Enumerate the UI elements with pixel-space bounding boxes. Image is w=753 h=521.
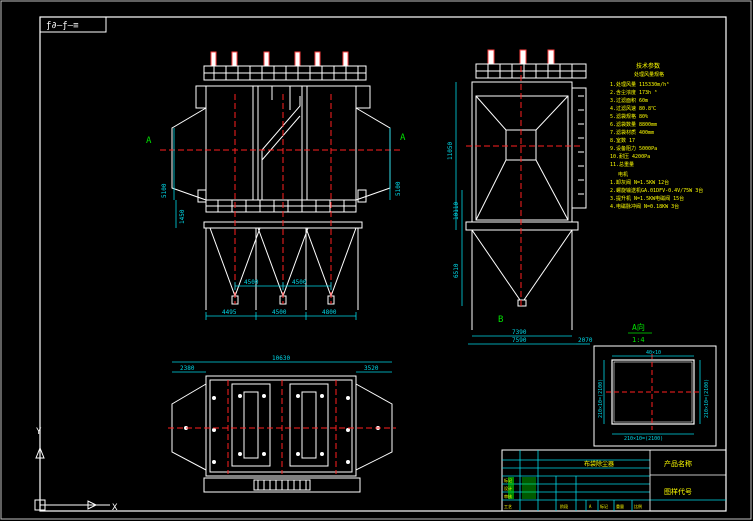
dim-total-2: 4500 (272, 309, 287, 316)
motor-line-1: 1.卸灰阀 N=1.5KW 12台 (610, 179, 669, 186)
front-view (171, 51, 391, 310)
title-cell-5: 比例 (634, 503, 642, 509)
title-block (501, 449, 727, 512)
ucs-x-label: X (112, 503, 118, 513)
motor-line-2: 2.螺旋输送机GA.01DFV-0.4V/75W 3台 (610, 187, 703, 194)
spec-line-2: 2.含尘浓度 173h ³ (610, 89, 657, 96)
side-dimensions (455, 82, 590, 345)
dim-left-lower: 1450 (179, 209, 186, 224)
title-drawing-name: 布袋除尘器 (584, 460, 614, 468)
spec-title: 技术参数 (636, 62, 660, 70)
top-dim-overall: 10630 (272, 355, 290, 362)
drawing-frame (39, 16, 727, 512)
spec-line-3: 3.过滤面积 60m (610, 97, 648, 104)
top-vent-pipes (210, 51, 349, 67)
title-block-fills (508, 477, 536, 499)
side-dim-width-3: 2070 (578, 337, 593, 344)
title-cell-4: 重量 (616, 503, 624, 509)
ucs-y-label: Y (36, 427, 42, 437)
corner-stamp-text: ƒ∂—ƒ—≡ (46, 21, 79, 31)
title-row-4: 工艺 (504, 504, 512, 509)
spec-subtitle: 处理风量规格 (634, 71, 664, 78)
dim-bottom-2: 4500 (292, 279, 307, 286)
title-part-name: 图样代号 (664, 487, 692, 496)
spec-line-8: 8.室数 17 (610, 137, 635, 144)
detail-scale: 1:4 (632, 336, 645, 344)
detail-dim-right: 210×10=(2100) (704, 379, 710, 418)
dim-bottom-1: 4500 (244, 279, 259, 286)
detail-view: A向 1:4 40×10 210×10=(2100) 210×10=(2100)… (593, 322, 717, 447)
top-view (171, 375, 393, 493)
spec-line-1: 1.处理风量 115330m/h³ (610, 81, 669, 88)
dim-total-1: 4495 (222, 309, 237, 316)
detail-dim-bottom: 210×10=(2100) (624, 436, 663, 442)
detail-label: A向 (632, 322, 645, 332)
detail-dim-left: 210×10=(2100) (598, 379, 604, 418)
title-row-3: 审核 (504, 493, 512, 499)
side-dim-lower: 6510 (453, 263, 460, 278)
side-centerlines (466, 66, 580, 306)
dim-right: 5100 (395, 181, 402, 196)
front-centerlines (160, 94, 402, 304)
title-product: 产品名称 (664, 459, 692, 468)
dim-total-3: 4800 (322, 309, 337, 316)
side-label-b: B (498, 315, 503, 325)
spec-list: 技术参数 处理风量规格 1.处理风量 115330m/h³ 2.含尘浓度 173… (610, 62, 703, 210)
top-dimensions (172, 361, 392, 373)
spec-line-7: 7.滤袋材质 400mm (610, 129, 654, 136)
side-dim-width-2: 7590 (512, 337, 527, 344)
spec-line-6: 6.滤袋数量 8800mm (610, 121, 657, 128)
motor-title: 电机 (618, 171, 628, 178)
side-dim-upper: 11050 (447, 142, 454, 160)
title-cell-2: A (589, 504, 592, 509)
spec-line-11: 11.总重量 (610, 161, 634, 168)
title-row-1: 标记 (504, 477, 512, 483)
top-dim-left: 2380 (180, 365, 195, 372)
ucs-icon (34, 430, 110, 511)
side-dim-width-1: 7390 (512, 329, 527, 336)
title-row-2: 设计 (504, 485, 512, 491)
motor-line-4: 4.电磁脉冲阀 N=0.18KW 3台 (610, 203, 679, 210)
spec-line-5: 5.滤袋规格 80% (610, 113, 648, 120)
title-cell-3: 标记 (600, 503, 608, 509)
section-mark-right: A (400, 133, 406, 143)
spec-line-4: 4.过滤风速 80.8℃ (610, 105, 656, 112)
motor-line-3: 3.提升机 N=1.5KW电磁阀 15台 (610, 195, 684, 202)
section-mark-left: A (146, 136, 152, 146)
title-cell-1: 阶段 (560, 503, 568, 509)
side-dim-mid: 10110 (453, 202, 460, 220)
spec-line-9: 9.设备阻力 5000Pa (610, 145, 657, 152)
detail-dim-top: 40×10 (646, 350, 661, 356)
dim-left-upper: 5100 (161, 183, 168, 198)
corner-stamp-box (39, 16, 107, 33)
front-dimensions (173, 128, 391, 320)
top-dim-right: 3520 (364, 365, 379, 372)
top-centerlines (168, 380, 396, 474)
spec-line-10: 10.耐压 4200Pa (610, 153, 650, 160)
side-view (465, 49, 587, 330)
